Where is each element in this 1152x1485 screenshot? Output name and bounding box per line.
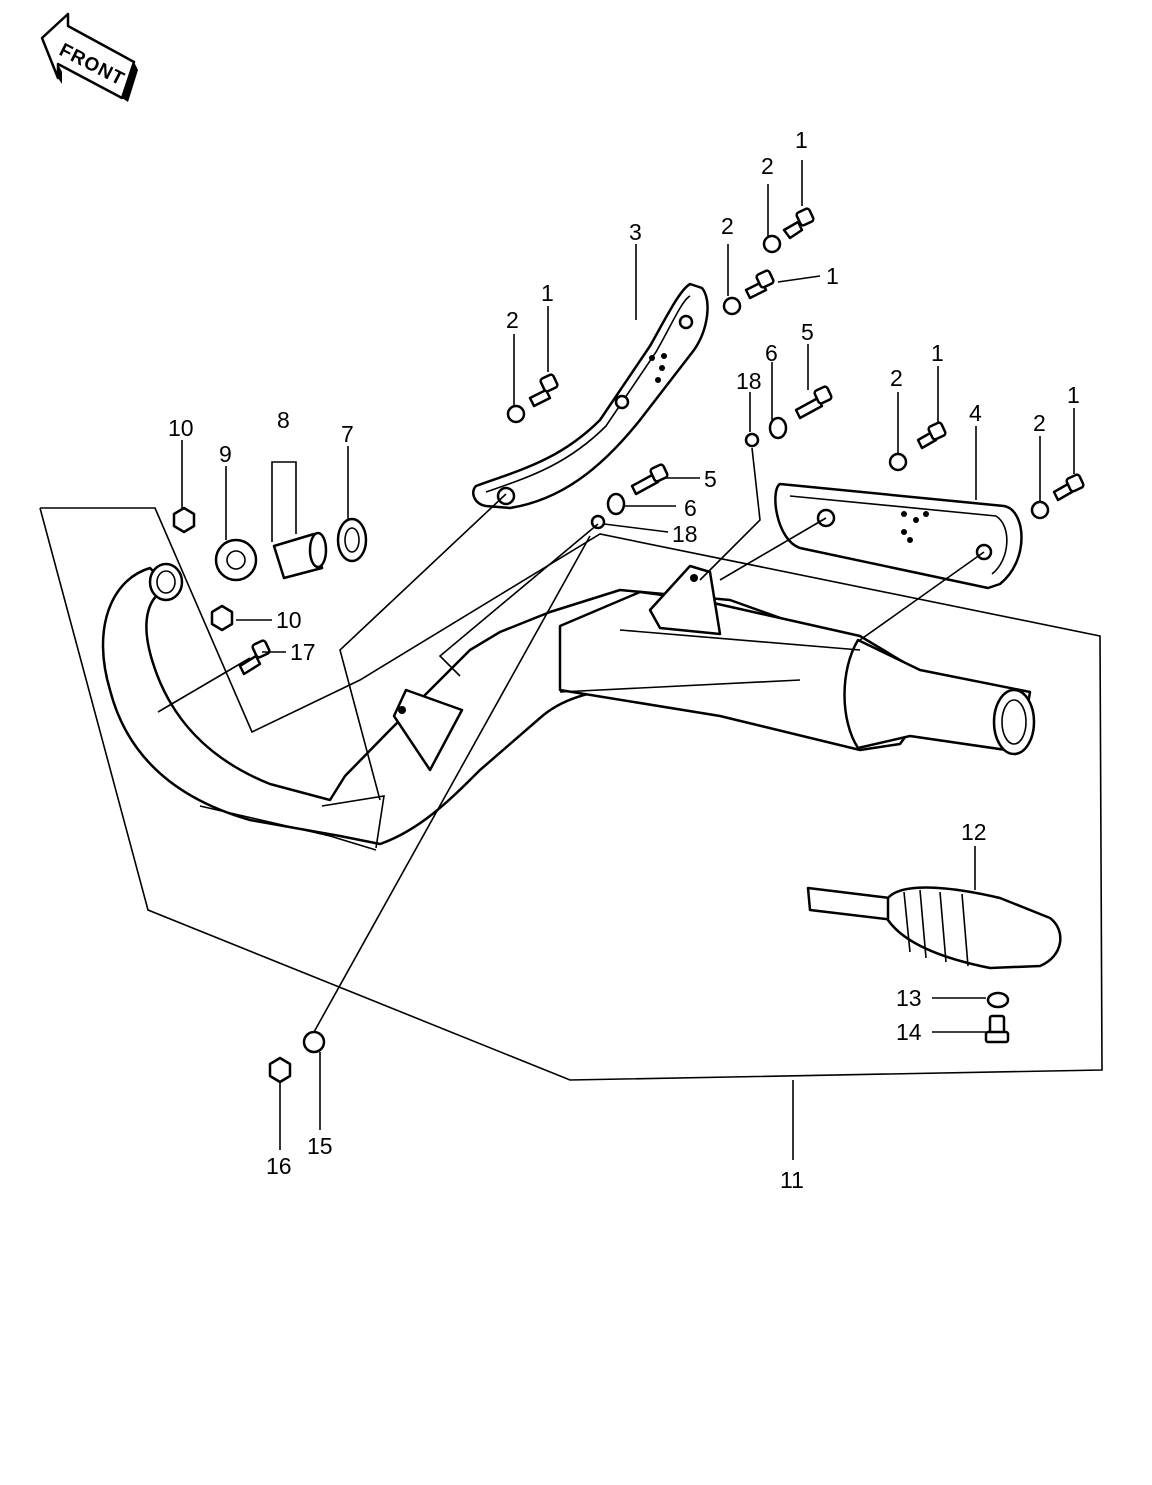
callout-labels: 1 1 1 1 1 2 2 2 2 2 3 4 5 5 6 6 18 18 7 … [168,127,1080,1193]
callout-8: 8 [277,407,290,433]
callout-3: 3 [629,219,642,245]
callout-4: 4 [969,400,982,426]
callout-2: 2 [890,365,903,391]
callout-10: 10 [276,607,302,633]
callout-2: 2 [721,213,734,239]
callout-1: 1 [541,280,554,306]
callout-5: 5 [704,466,717,492]
callout-1: 1 [826,263,839,289]
callout-16: 16 [266,1153,292,1179]
heat-shield-front [472,282,709,510]
callout-11: 11 [780,1167,804,1193]
callout-15: 15 [307,1133,333,1159]
callout-13: 13 [896,985,922,1011]
bolts-and-washers [172,207,1085,1084]
front-arrow: FRONT [40,12,138,102]
callout-9: 9 [219,441,232,467]
callout-6: 6 [684,495,697,521]
callout-2: 2 [506,307,519,333]
leader-lines [39,160,1103,1160]
callout-18: 18 [736,368,762,394]
heat-shield-rear [774,482,1023,590]
callout-12: 12 [961,819,987,845]
callout-5: 5 [801,319,814,345]
callout-2: 2 [761,153,774,179]
callout-17: 17 [290,639,316,665]
callout-1: 1 [795,127,808,153]
callout-18: 18 [672,521,698,547]
callout-2: 2 [1033,410,1046,436]
callout-1: 1 [931,340,944,366]
callout-10: 10 [168,415,194,441]
callout-6: 6 [765,340,778,366]
callout-7: 7 [341,421,354,447]
callout-14: 14 [896,1019,922,1045]
callout-1: 1 [1067,382,1080,408]
muffler-assembly [101,562,1036,851]
